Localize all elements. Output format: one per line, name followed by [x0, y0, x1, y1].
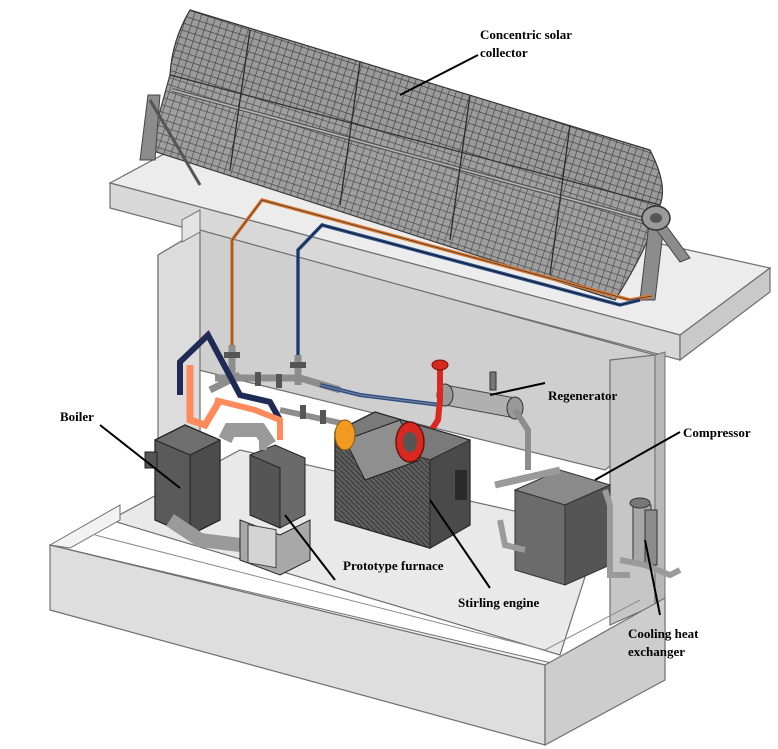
regenerator-leader [489, 382, 546, 396]
label-regenerator: Regenerator [548, 388, 618, 403]
label-boiler: Boiler [60, 409, 94, 424]
label-collector-line1: Concentric solar [480, 27, 572, 42]
furnace-leader [284, 514, 336, 581]
label-furnace: Prototype furnace [343, 558, 444, 573]
label-cooling-line2: exchanger [628, 644, 685, 659]
label-cooling-line1: Cooling heat [628, 626, 699, 641]
manifold-pipes [177, 330, 441, 440]
collector-leader [399, 54, 479, 96]
cooling-leader [644, 539, 661, 616]
solar-collector [139, 9, 691, 301]
boiler-leader [99, 424, 181, 489]
compressor [494, 466, 630, 586]
stirling-engine [334, 411, 471, 549]
stirling-leader [429, 499, 491, 589]
cooling-heat-exchanger [619, 497, 682, 579]
label-collector-line2: collector [480, 45, 528, 60]
label-compressor: Compressor [683, 425, 751, 440]
leader-lines [99, 54, 681, 616]
label-stirling: Stirling engine [458, 595, 539, 610]
boiler [144, 423, 276, 552]
prototype-furnace [239, 430, 311, 576]
compressor-leader [594, 431, 681, 481]
collector-pipes [230, 197, 653, 355]
